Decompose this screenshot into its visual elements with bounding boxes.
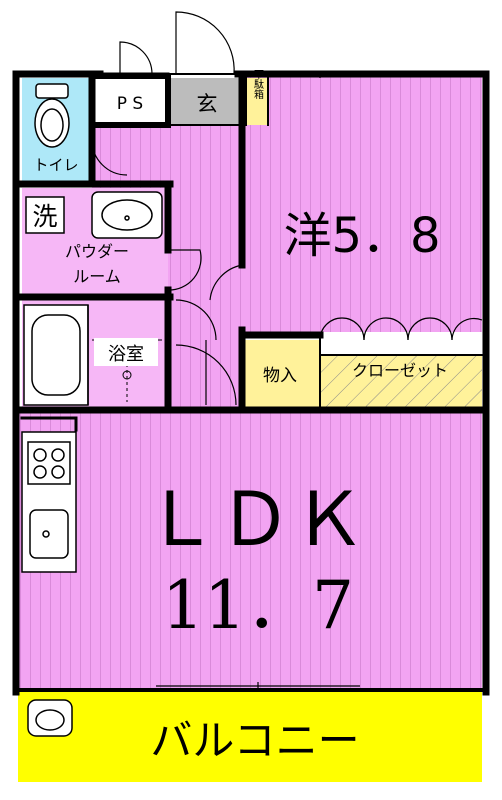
ldk-name-label: ＬＤＫ — [144, 477, 366, 563]
kitchen-counter — [21, 431, 77, 573]
entrance-floor — [168, 78, 246, 125]
closet-label: クローゼット — [352, 361, 448, 380]
bathroom-label-box — [94, 338, 158, 366]
storage-floor — [242, 340, 320, 410]
washroom-mark-box — [25, 196, 65, 234]
toilet-label: トイレ — [33, 156, 78, 174]
bathroom-label: 浴室 — [108, 344, 144, 365]
washroom-mark: 洗 — [32, 202, 57, 231]
western-room-label: 洋5．8 — [283, 208, 440, 264]
ldk-floor — [18, 410, 482, 690]
closet-floor — [320, 356, 482, 410]
shoe-box-label: 下駄箱 — [252, 69, 264, 100]
shoe-box-area — [246, 78, 268, 125]
door-swings — [91, 11, 483, 692]
ps-label: P S — [117, 94, 143, 114]
walls — [12, 70, 490, 696]
toilet-fixture — [34, 83, 70, 148]
ldk-size-label: 11．7 — [162, 567, 354, 644]
storage-label: 物入 — [263, 366, 297, 386]
ps-shaft — [92, 78, 168, 125]
powder-room-label-line2: ルーム — [73, 267, 121, 286]
balcony-floor — [18, 692, 482, 782]
powder-room-label-line1: パウダー — [65, 242, 129, 261]
balcony-label: バルコニー — [150, 716, 359, 765]
entrance-label: 玄 — [197, 92, 218, 116]
balcony-sink — [27, 699, 73, 737]
western-room-floor — [242, 76, 482, 332]
bathtub-fixture — [23, 304, 89, 406]
washbasin-fixture — [91, 191, 163, 239]
